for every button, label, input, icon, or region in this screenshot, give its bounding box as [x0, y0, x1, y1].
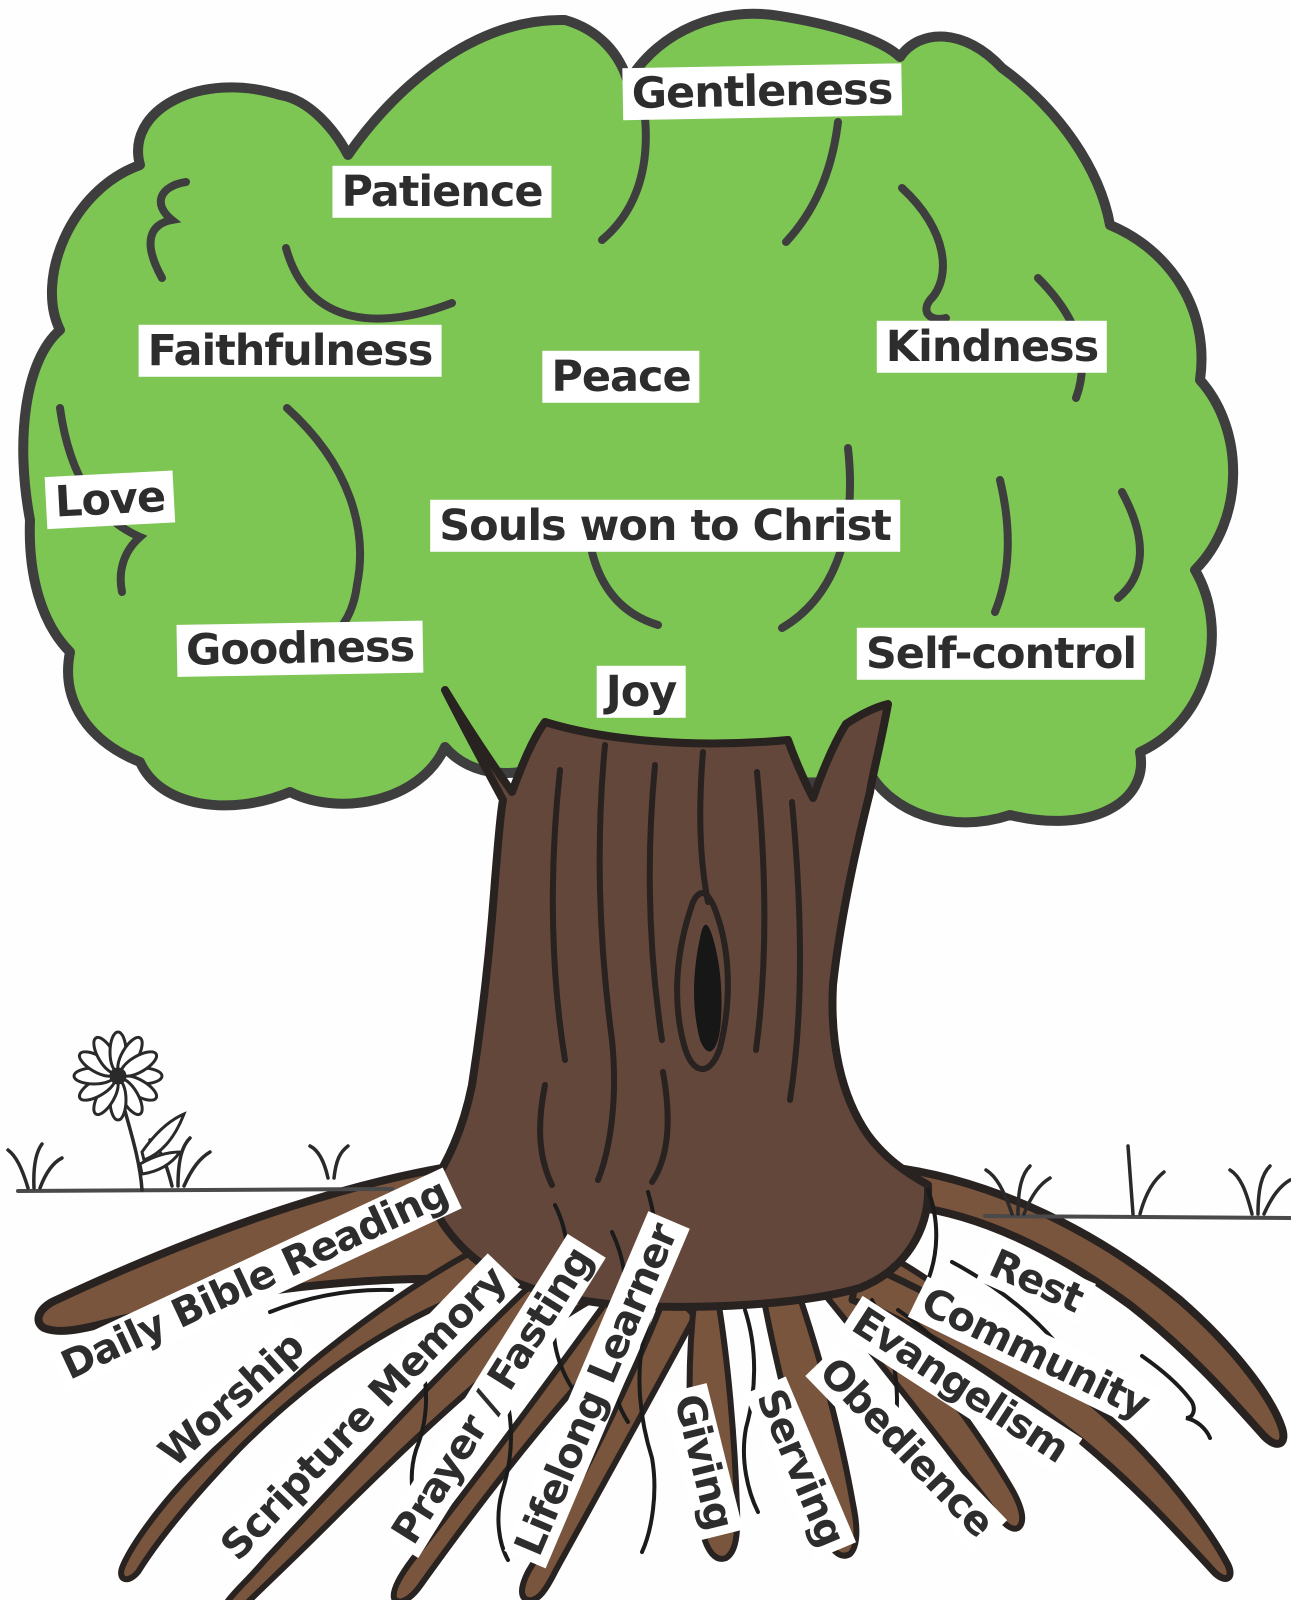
ground	[6, 1030, 1291, 1220]
flower-center-dot	[115, 1073, 121, 1079]
grass-tufts	[6, 1136, 1291, 1216]
canopy-lobe-lines	[56, 114, 1144, 656]
flower-petals	[72, 1030, 164, 1122]
ground-line-left	[16, 1187, 394, 1193]
flower-center	[109, 1067, 127, 1085]
ground-line-right	[983, 1214, 1291, 1220]
label-joy: Joy	[596, 665, 686, 719]
label-souls-won-to-christ: Souls won to Christ	[430, 499, 900, 553]
bark-lines	[537, 742, 803, 1188]
label-goodness: Goodness	[176, 620, 424, 678]
flower-leaf	[138, 1150, 183, 1176]
label-faithfulness: Faithfulness	[138, 324, 442, 378]
label-kindness: Kindness	[876, 320, 1108, 374]
root-prayer-fasting	[390, 1269, 651, 1600]
label-gentleness: Gentleness	[622, 63, 902, 121]
label-patience: Patience	[332, 165, 552, 219]
label-love: Love	[44, 470, 176, 530]
flower-leaf	[140, 1111, 187, 1162]
trunk-knot	[694, 924, 722, 1052]
label-self-control: Self-control	[856, 627, 1146, 681]
daisy-flower	[72, 1030, 187, 1192]
label-peace: Peace	[542, 350, 700, 404]
tree-trunk	[427, 686, 933, 1311]
tree-canopy	[18, 8, 1239, 828]
